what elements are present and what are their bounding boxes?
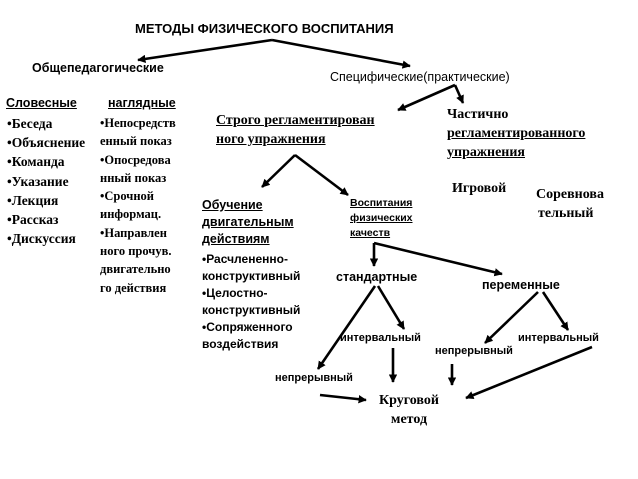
competitive-method-label: Соревнова тельный (536, 187, 604, 221)
list-item: •Направлен (100, 225, 167, 240)
diagram-title: МЕТОДЫ ФИЗИЧЕСКОГО ВОСПИТАНИЯ (135, 21, 394, 36)
teaching-actions-list: •Расчлененно- конструктивный •Целостно- … (202, 251, 300, 353)
list-item: информац. (100, 207, 162, 222)
arrow-variable-to-interval (541, 291, 570, 331)
partial-exercise-label: Частично регламентированного упражнения (447, 107, 586, 160)
continuous-left-label: непрерывный (275, 372, 353, 384)
arrow-specific-to-partial (453, 84, 465, 104)
strict-exercise-label: Строго регламентирован ного упражнения (216, 113, 375, 147)
list-item: •Рассказ (7, 212, 59, 228)
interval-right-label: интервальный (518, 332, 599, 344)
list-item: воздействия (202, 337, 279, 351)
list-item: •Непосредств (100, 116, 176, 130)
list-item: •Срочной (100, 189, 154, 204)
arrow-title-to-general (137, 38, 273, 64)
variable-label: переменные (482, 278, 560, 292)
circuit-method-label: Круговой метод (379, 393, 439, 427)
standard-label: стандартные (336, 270, 418, 284)
list-item: двигательно (100, 262, 171, 277)
list-item: нный показ (100, 170, 167, 185)
teaching-actions-label: Обучение двигательным действиям (202, 198, 294, 246)
list-item: •Дискуссия (7, 231, 76, 247)
list-item: •Расчлененно- (202, 252, 288, 266)
arrow-strict-to-qualities (294, 153, 349, 197)
game-method-label: Игровой (452, 181, 507, 196)
arrow-title-to-specific (271, 38, 411, 69)
list-item: •Объяснение (7, 135, 86, 151)
general-methods-label: Общепедагогические (32, 61, 164, 75)
list-item: •Опосредова (100, 152, 171, 167)
arrow-standard-to-interval (376, 285, 406, 330)
arrow-strict-to-teaching (261, 154, 296, 188)
list-item: •Указание (7, 173, 69, 189)
verbal-methods-list: •Беседа •Объяснение •Команда •Указание •… (7, 114, 85, 248)
arrow-qualities-to-variable (373, 241, 503, 277)
specific-methods-label: Специфические(практические) (330, 70, 510, 84)
arrow-specific-to-strict (397, 83, 456, 112)
arrow-continuous-left-to-circuit (319, 393, 367, 404)
verbal-methods-label: Словесные (6, 96, 77, 110)
list-item: •Команда (7, 154, 65, 170)
arrow-interval-right-to-circuit (465, 345, 593, 400)
continuous-right-label: непрерывный (435, 345, 513, 357)
list-item: •Сопряженного (202, 320, 293, 334)
interval-left-label: интервальный (340, 332, 421, 344)
list-item: енный показ (100, 134, 172, 149)
visual-methods-label: наглядные (108, 96, 176, 110)
arrow-standard-to-continuous (316, 285, 377, 370)
list-item: го действия (100, 280, 167, 295)
visual-methods-list: •Непосредств енный показ •Опосредова нны… (100, 114, 176, 297)
list-item: •Беседа (7, 116, 53, 131)
list-item: •Лекция (7, 192, 59, 208)
qualities-label: Воспитания физических качеств (350, 197, 413, 239)
list-item: ного прочув. (100, 244, 172, 259)
list-item: конструктивный (202, 269, 301, 283)
list-item: •Целостно- (202, 286, 268, 300)
arrow-variable-to-continuous (484, 291, 539, 344)
list-item: конструктивный (202, 303, 301, 317)
